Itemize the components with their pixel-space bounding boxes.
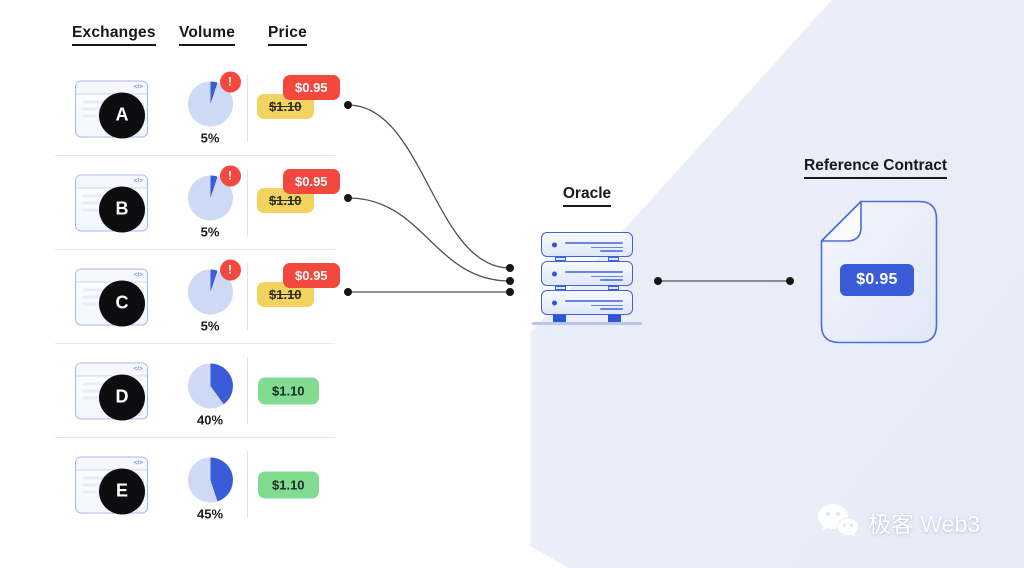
oracle-title: Oracle [540, 185, 634, 207]
volume-pie-chart: ! [187, 165, 241, 220]
volume-cell: 45% [175, 448, 245, 521]
exchange-row-d: </> D 40% $1.10 [55, 344, 335, 438]
exchange-letter-badge: C [99, 280, 145, 326]
server-base [532, 322, 642, 325]
reported-price-badge: $0.95 [283, 75, 340, 100]
server-unit [541, 232, 633, 257]
code-icon: </> [133, 177, 143, 184]
skeleton-line [83, 107, 108, 110]
column-divider [247, 169, 248, 236]
column-divider [247, 451, 248, 518]
browser-window-icon: </> D [75, 362, 148, 420]
volume-cell: ! 5% [175, 165, 245, 239]
exclamation-icon: ! [228, 168, 232, 183]
skeleton-line [83, 114, 104, 117]
watermark: 极客 Web3 [816, 502, 980, 542]
volume-percent-label: 45% [196, 506, 224, 521]
volume-cell: ! 5% [175, 71, 245, 145]
exchange-row-a: </> A ! 5% $0.95 $1.10 [55, 62, 340, 156]
skeleton-line [83, 396, 104, 399]
exclamation-icon: ! [228, 74, 232, 89]
column-divider [247, 75, 248, 142]
exchange-row-b: </> B ! 5% $0.95 $1.10 [55, 156, 340, 250]
exclamation-icon: ! [228, 262, 232, 277]
browser-window-icon: </> B [75, 174, 148, 232]
exchanges-column-header: Exchanges [72, 24, 156, 46]
server-unit [541, 290, 633, 315]
alert-badge: ! [219, 71, 241, 92]
volume-percent-label: 5% [200, 318, 220, 333]
server-unit [541, 261, 633, 286]
column-divider [247, 263, 248, 330]
skeleton-line [83, 382, 113, 385]
price-badge: $1.10 [258, 471, 319, 498]
volume-pie-chart: ! [187, 71, 241, 126]
exchange-row-e: </> E 45% $1.10 [55, 438, 335, 531]
reference-price-value: $0.95 [840, 264, 914, 296]
code-icon: </> [133, 459, 143, 466]
skeleton-line [83, 100, 113, 103]
window-titlebar: </> [76, 269, 147, 282]
code-icon: </> [133, 271, 143, 278]
column-divider [247, 357, 248, 424]
oracle-server-icon [532, 232, 642, 325]
exchange-row-c: </> C ! 5% $0.95 $1.10 [55, 250, 340, 344]
price-badge: $1.10 [258, 377, 319, 404]
exchange-letter-badge: D [99, 374, 145, 420]
exchange-letter-badge: E [99, 468, 145, 514]
volume-pie-chart [187, 363, 233, 408]
browser-window-icon: </> E [75, 456, 148, 514]
price-column-header: Price [268, 24, 307, 46]
browser-window-icon: </> A [75, 80, 148, 138]
skeleton-line [83, 476, 113, 479]
exchange-letter-badge: B [99, 186, 145, 232]
skeleton-line [83, 288, 113, 291]
volume-column-header: Volume [179, 24, 236, 46]
skeleton-line [83, 194, 113, 197]
volume-percent-label: 40% [196, 412, 224, 427]
code-icon: </> [133, 365, 143, 372]
volume-pie-chart [187, 457, 233, 502]
volume-cell: 40% [175, 354, 245, 427]
reference-contract-title: Reference Contract [798, 157, 953, 179]
code-icon: </> [133, 83, 143, 90]
skeleton-line [83, 490, 104, 493]
exchange-letter-badge: A [99, 92, 145, 138]
exchange-table: </> A ! 5% $0.95 $1.10 </ [55, 62, 340, 531]
wechat-icon [818, 504, 860, 539]
server-led [552, 300, 557, 305]
volume-pie-chart: ! [187, 259, 241, 314]
volume-percent-label: 5% [200, 130, 220, 145]
skeleton-line [83, 201, 108, 204]
watermark-text: 极客 Web3 [868, 511, 981, 537]
window-titlebar: </> [76, 175, 147, 188]
skeleton-line [83, 295, 108, 298]
alert-badge: ! [219, 165, 241, 186]
window-titlebar: </> [76, 81, 147, 94]
reported-price-badge: $0.95 [283, 263, 340, 288]
skeleton-line [83, 483, 108, 486]
server-led [552, 242, 557, 247]
reported-price-badge: $0.95 [283, 169, 340, 194]
skeleton-line [83, 208, 104, 211]
volume-cell: ! 5% [175, 259, 245, 333]
volume-percent-label: 5% [200, 224, 220, 239]
window-titlebar: </> [76, 363, 147, 376]
skeleton-line [83, 389, 108, 392]
browser-window-icon: </> C [75, 268, 148, 326]
alert-badge: ! [219, 259, 241, 280]
skeleton-line [83, 302, 104, 305]
window-titlebar: </> [76, 457, 147, 470]
server-led [552, 271, 557, 276]
